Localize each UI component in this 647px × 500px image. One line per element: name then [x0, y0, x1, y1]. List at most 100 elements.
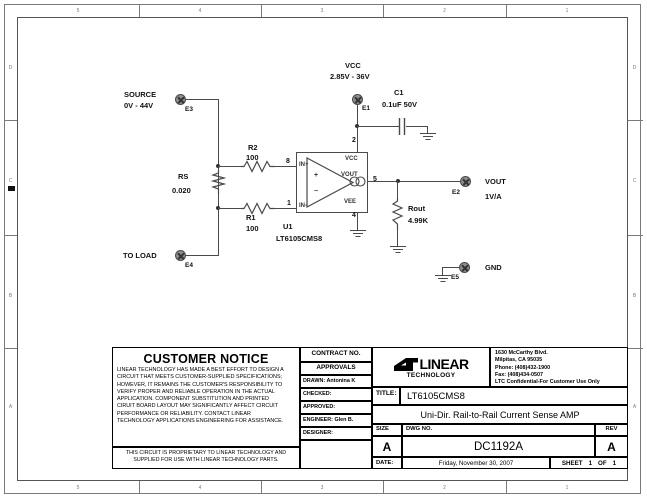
- approval-row-drawn: DRAWN: Antonina K: [300, 375, 372, 388]
- drawn-row: DRAWN: Antonina K: [301, 376, 371, 384]
- zone-left-D: D: [8, 65, 13, 71]
- approvals-blank-cell: [300, 440, 372, 469]
- center-mark-left: [8, 186, 15, 191]
- pin-label-vout: VOUT: [341, 172, 358, 178]
- engineer-label: ENGINEER:: [303, 417, 333, 423]
- drawn-label: DRAWN:: [303, 378, 326, 384]
- sheet-of-label: OF: [598, 459, 607, 467]
- pin-label-in-minus: IN-: [299, 203, 307, 209]
- title-line-2: Uni-Dir. Rail-to-Rail Current Sense AMP: [420, 410, 580, 420]
- designer-row: DESIGNER:: [301, 428, 371, 436]
- company-logo-subtitle: TECHNOLOGY: [406, 371, 456, 379]
- vout-value: 1V/A: [485, 192, 502, 201]
- wire-r1-left: [218, 208, 243, 210]
- approval-row-approved: APPROVED:: [300, 401, 372, 414]
- terminal-e5[interactable]: [459, 262, 470, 273]
- zone-left-B: B: [8, 293, 13, 299]
- checked-row: CHECKED:: [301, 389, 371, 397]
- terminal-e3[interactable]: [175, 94, 186, 105]
- ic-u1-ref: U1: [283, 222, 293, 231]
- zone-left-C: C: [8, 178, 13, 184]
- date-value-cell: Friday, November 30, 2007: [402, 457, 550, 469]
- opamp-minus-label: −: [314, 188, 319, 195]
- wire-rout-bottom: [397, 229, 399, 246]
- resistor-rs-symbol: [211, 170, 226, 194]
- dwg-value-cell: DC1192A: [402, 436, 595, 457]
- zone-tick: [261, 481, 262, 494]
- zone-right-C: C: [632, 178, 637, 184]
- pin-label-vee: VEE: [344, 199, 357, 205]
- zone-tick: [383, 4, 384, 17]
- approvals-cell: APPROVALS: [300, 362, 372, 375]
- date-label-cell: DATE:: [372, 457, 402, 469]
- wire-sense-bus: [218, 99, 220, 256]
- wire-rout-top: [397, 181, 399, 199]
- source-label: SOURCE: [124, 90, 157, 99]
- ground-symbol-c1: [419, 133, 437, 142]
- customer-notice-footer: THIS CIRCUIT IS PROPRIETARY TO LINEAR TE…: [112, 447, 300, 469]
- r2-value: 100: [246, 153, 259, 162]
- customer-notice-body: LINEAR TECHNOLOGY HAS MADE A BEST EFFORT…: [117, 367, 284, 425]
- company-address: 1630 McCarthy Blvd. Milpitas, CA 95035 P…: [495, 350, 600, 386]
- resistor-rout-symbol: [391, 198, 404, 230]
- approved-row: APPROVED:: [301, 402, 371, 410]
- sheet-inner-border: [17, 17, 628, 481]
- ground-symbol-vee: [349, 230, 367, 239]
- sheet-outer-border: [4, 4, 641, 494]
- wire-e3-to-rs: [186, 99, 219, 101]
- date-value: Friday, November 30, 2007: [438, 460, 514, 467]
- terminal-e2[interactable]: [460, 176, 471, 187]
- size-value-cell: A: [372, 436, 402, 457]
- zone-bottom-1: 1: [565, 485, 569, 491]
- size-label: SIZE: [376, 426, 389, 432]
- approval-row-checked: CHECKED:: [300, 388, 372, 401]
- company-logo-word: LINEAR: [419, 356, 469, 372]
- r1-ref: R1: [246, 213, 256, 222]
- rev-label: REV: [605, 426, 618, 432]
- wire-e5-gnd-drop: [442, 267, 444, 275]
- size-value: A: [382, 440, 392, 454]
- zone-top-2: 2: [443, 8, 446, 14]
- engineer-row: ENGINEER: Glen B.: [301, 415, 371, 423]
- pin-number-1: 1: [287, 200, 291, 207]
- wire-vee-to-gnd: [357, 213, 359, 230]
- title-key-cell: TITLE:: [372, 387, 400, 405]
- zone-bottom-2: 2: [443, 485, 446, 491]
- sheet-cell: SHEET 1 OF 1: [550, 457, 628, 469]
- zone-top-4: 4: [198, 8, 202, 14]
- zone-right-D: D: [632, 65, 637, 71]
- zone-bottom-3: 3: [320, 485, 324, 491]
- current-source-symbol: [349, 176, 366, 187]
- c1-value: 0.1uF 50V: [382, 100, 418, 109]
- r2-ref: R2: [248, 143, 258, 152]
- terminal-e4[interactable]: [175, 250, 186, 261]
- zone-bottom-4: 4: [198, 485, 202, 491]
- resistor-r2-symbol: [241, 160, 275, 173]
- zone-top-1: 1: [565, 8, 569, 14]
- zone-tick: [4, 120, 17, 121]
- opamp-plus-label: +: [314, 172, 319, 179]
- checked-label: CHECKED:: [303, 391, 332, 397]
- zone-left-A: A: [8, 404, 13, 410]
- pin-number-2: 2: [352, 137, 356, 144]
- engineer-name: Glen B.: [334, 417, 354, 423]
- resistor-r1-symbol: [241, 202, 275, 215]
- rev-value: A: [607, 440, 616, 454]
- approval-row-engineer: ENGINEER: Glen B.: [300, 414, 372, 427]
- zone-tick: [506, 4, 507, 17]
- company-logo-cell: LINEAR TECHNOLOGY: [372, 347, 490, 387]
- wire-r2-left: [218, 166, 243, 168]
- dwg-no-value: DC1192A: [473, 441, 523, 453]
- company-address-cell: 1630 McCarthy Blvd. Milpitas, CA 95035 P…: [490, 347, 628, 387]
- wire-r1-right: [273, 208, 297, 210]
- sheet-number: 1: [588, 459, 593, 467]
- zone-right-A: A: [632, 404, 637, 410]
- title-line-1: LT6105CMS8: [407, 391, 465, 402]
- r1-value: 100: [246, 224, 259, 233]
- sheet-label: SHEET: [561, 459, 583, 467]
- terminal-e1[interactable]: [352, 94, 363, 105]
- drawn-name: Antonina K: [326, 378, 356, 384]
- sheet-total: 1: [612, 459, 617, 467]
- vout-label: VOUT: [485, 177, 506, 186]
